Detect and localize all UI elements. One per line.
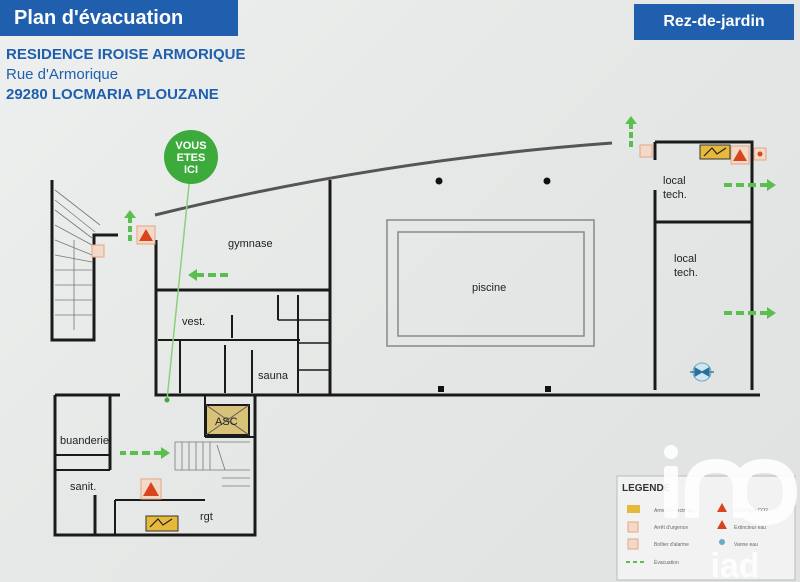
- extinguisher-icon-3: [140, 478, 162, 500]
- legend-item-evacuation: Évacuation: [654, 559, 679, 566]
- pillar: [435, 177, 443, 185]
- room-label-vest: vest.: [182, 316, 205, 328]
- pool-outer: [386, 219, 595, 347]
- evacuation-arrow-up: [124, 210, 136, 241]
- room-label-local-tech-1b: tech.: [663, 189, 687, 201]
- legend-item-alarm: Boîtier d'alarme: [654, 542, 689, 548]
- evacuation-arrow-right: [724, 179, 776, 191]
- evacuation-arrow-left: [188, 269, 228, 281]
- evacuation-arrow-right-3: [120, 447, 170, 459]
- walls: [50, 140, 760, 537]
- level-label: Rez-de-jardin: [634, 4, 794, 40]
- legend-item-valve: Vanne eau: [734, 542, 758, 548]
- room-label-sanit: sanit.: [70, 481, 96, 493]
- evacuation-arrow-right-2: [724, 307, 776, 319]
- extinguisher-icon-2: [730, 145, 750, 165]
- water-valve-icon: [690, 362, 714, 382]
- room-label-buanderie: buanderie: [60, 435, 109, 447]
- watermark-text: iad: [710, 547, 759, 582]
- room-label-gymnase: gymnase: [228, 238, 273, 250]
- you-are-here-line1: VOUS: [175, 140, 206, 152]
- iad-watermark-logo: iad: [664, 445, 798, 582]
- room-label-local-tech-2: local: [674, 253, 697, 265]
- street-address: Rue d'Armorique: [6, 66, 119, 83]
- plan-title: Plan d'évacuation: [0, 0, 238, 36]
- electrical-panel-icon-2: [145, 515, 179, 532]
- you-are-here-line2: ETES: [177, 152, 206, 164]
- room-label-local-tech-1: local: [663, 175, 686, 187]
- pillar: [545, 386, 551, 392]
- pillar: [438, 386, 444, 392]
- curved-roof-wall: [154, 141, 613, 217]
- legend-box: LEGENDE Armoire électrique Arrêt d'urgen…: [616, 475, 796, 581]
- electrical-panel-icon: [699, 144, 731, 160]
- pillar: [543, 177, 551, 185]
- evacuation-arrow-up-2: [625, 116, 637, 147]
- you-are-here-line3: ICI: [184, 164, 198, 176]
- you-are-here-badge: [164, 130, 218, 184]
- alarm-box-icon-2: [639, 144, 653, 158]
- extinguisher-icon: [136, 225, 156, 245]
- room-label-local-tech-2b: tech.: [674, 267, 698, 279]
- legend-item-stop: Arrêt d'urgence: [654, 525, 688, 531]
- staircase-lower: [174, 441, 250, 487]
- staircase-upper: [54, 189, 101, 330]
- alarm-box-icon: [91, 244, 105, 258]
- evacuation-arrows: [120, 116, 776, 459]
- legend-item-water-ext: Extincteur eau: [734, 525, 766, 531]
- you-are-here-pointer: [166, 174, 191, 401]
- room-label-sauna: sauna: [258, 370, 289, 382]
- room-label-rgt: rgt: [200, 511, 213, 523]
- room-label-asc: ASC: [215, 416, 238, 428]
- city-address: 29280 LOCMARIA PLOUZANE: [6, 86, 219, 103]
- room-label-piscine: piscine: [472, 282, 506, 294]
- legend-title: LEGENDE: [622, 483, 671, 494]
- residence-name: RESIDENCE IROISE ARMORIQUE: [6, 46, 246, 63]
- you-are-here-dot: [164, 397, 170, 403]
- pool-inner: [397, 231, 585, 337]
